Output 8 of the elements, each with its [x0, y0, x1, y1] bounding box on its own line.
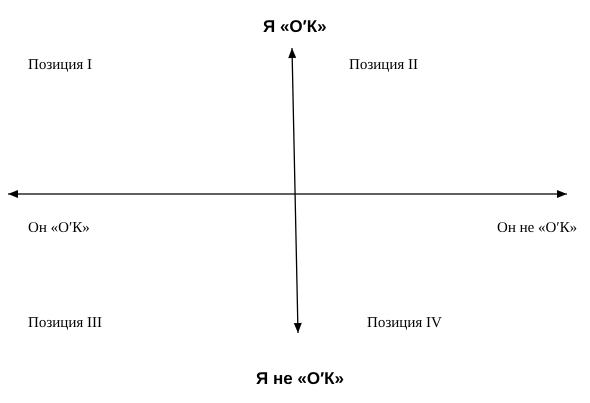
- quadrant-label: Позиция I: [28, 57, 92, 74]
- quadrant-label: Позиция III: [28, 315, 102, 332]
- axis-end-label: Он не «О′К»: [497, 220, 578, 238]
- quadrant-label: Позиция IV: [367, 315, 442, 332]
- axis-end-label: Я не «О′К»: [256, 369, 344, 389]
- quadrant-label: Позиция II: [349, 57, 418, 74]
- axis-end-label: Он «О′К»: [28, 220, 90, 238]
- axis-end-label: Я «О′К»: [263, 17, 327, 37]
